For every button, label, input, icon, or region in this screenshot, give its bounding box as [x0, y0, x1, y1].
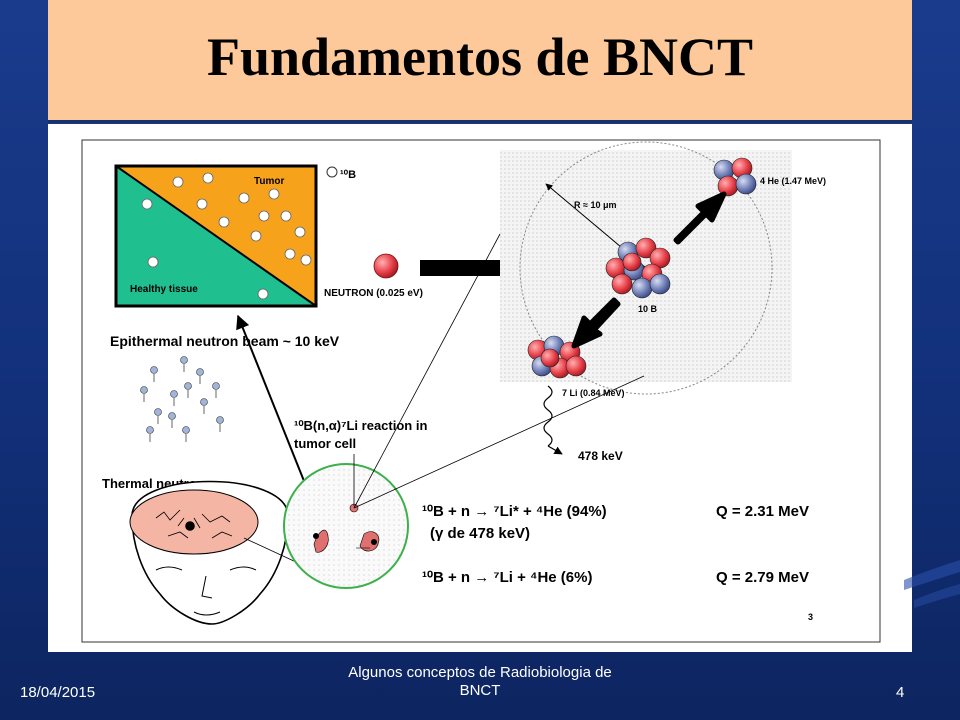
tumor-label: Tumor — [254, 176, 284, 187]
gamma-wave — [543, 385, 553, 447]
reaction-panel: R ≈ 10 μm 10 B 4 He (1.47 MeV) — [500, 141, 826, 395]
reaction-label-line2: tumor cell — [294, 436, 356, 451]
equation-2-q: Q = 2.79 MeV — [716, 569, 809, 586]
gamma-label: 478 keV — [578, 449, 623, 463]
lithium-label: 7 Li (0.84 MeV) — [562, 388, 625, 398]
radius-label: R ≈ 10 μm — [574, 200, 616, 210]
head-illustration — [129, 480, 289, 625]
tissue-square: Tumor Healthy tissue — [114, 164, 318, 308]
b10-legend-label: ¹⁰B — [340, 169, 356, 181]
bnct-diagram: Tumor Healthy tissue ¹⁰B NEUTRON (0.025 … — [81, 139, 881, 643]
incoming-neutron — [373, 253, 399, 279]
beam-arrow — [236, 314, 315, 507]
b10-nucleus — [605, 237, 671, 299]
b10-legend-dot — [326, 166, 338, 178]
head-to-cell-line — [243, 537, 297, 563]
slide-number: 4 — [896, 684, 905, 701]
b10-nucleus-label: 10 B — [638, 304, 658, 314]
equation-1: ¹⁰B + n → ⁷Li* + ⁴He (94%) — [422, 503, 607, 520]
title-banner: Fundamentos de BNCT — [48, 0, 912, 120]
cell-to-panel-line-upper — [353, 233, 501, 509]
corner-decoration — [904, 560, 960, 608]
title-divider — [48, 120, 912, 123]
tumor-cell-zoom — [283, 463, 409, 589]
reaction-label-line1: ¹⁰B(n,α)⁷Li reaction in — [294, 418, 427, 433]
helium-arrow — [673, 191, 727, 245]
equation-1-gamma: (γ de 478 keV) — [430, 525, 530, 542]
helium-nucleus — [713, 157, 757, 197]
bnct-figure: Tumor Healthy tissue ¹⁰B NEUTRON (0.025 … — [48, 124, 912, 652]
neutron-drops — [140, 356, 224, 442]
boron-dots — [141, 172, 312, 300]
footer-date: 18/04/2015 — [20, 684, 96, 701]
neutron-label: NEUTRON (0.025 eV) — [324, 288, 423, 299]
gamma-arrow — [547, 445, 563, 455]
equation-2: ¹⁰B + n → ⁷Li + ⁴He (6%) — [422, 569, 592, 586]
equation-1-q: Q = 2.31 MeV — [716, 503, 809, 520]
helium-label: 4 He (1.47 MeV) — [760, 176, 826, 186]
epithermal-label: Epithermal neutron beam ~ 10 keV — [110, 333, 340, 349]
lithium-arrow — [571, 297, 621, 349]
slide-title: Fundamentos de BNCT — [206, 27, 754, 87]
footer-title: Algunos conceptos de Radiobiologia de BN… — [348, 664, 612, 699]
cell-to-panel-line-lower — [353, 375, 645, 509]
page-reference: 3 — [808, 612, 813, 622]
healthy-tissue-label: Healthy tissue — [130, 284, 198, 295]
